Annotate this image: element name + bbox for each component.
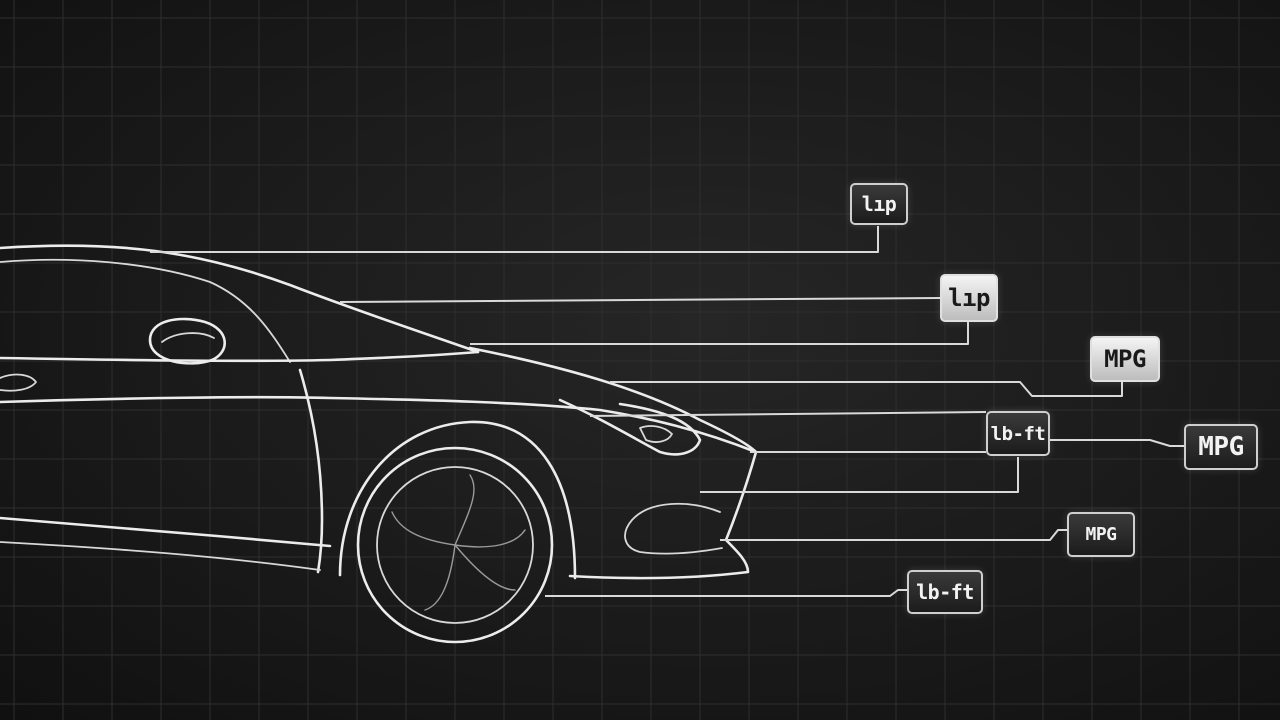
leader-mpg-upper	[610, 381, 1123, 397]
label-mpg-small: MPG	[1067, 512, 1135, 557]
car-window-line	[0, 258, 291, 363]
label-hp-top: lıp	[850, 183, 908, 225]
car-headlight	[558, 398, 702, 456]
car-mirror-detail	[161, 332, 215, 343]
car-front-bumper	[568, 450, 758, 580]
leader-mpg-small	[720, 529, 1068, 541]
label-mpg-right: MPG	[1184, 424, 1258, 470]
label-mpg-upper: MPG	[1090, 336, 1160, 382]
leader-hp-mid-upper	[339, 297, 941, 303]
wheel-rim	[376, 466, 534, 624]
leader-hp-top	[150, 226, 879, 253]
car-lower-line	[0, 541, 321, 571]
car-outline	[0, 244, 758, 580]
car-hood-crease	[468, 346, 758, 454]
leader-lbft-mid-c	[700, 457, 1019, 493]
car-hood-line	[0, 350, 480, 363]
car-rocker	[0, 516, 332, 548]
car-roof-line	[0, 244, 480, 354]
car-side-mirror	[148, 317, 227, 365]
car-air-intake	[624, 502, 723, 555]
leader-lbft-bottom	[545, 589, 908, 597]
label-hp-mid: lıp	[940, 274, 998, 322]
label-lbft-bottom: lb-ft	[907, 570, 983, 614]
leader-lines	[150, 226, 1184, 597]
leader-hp-mid-lower	[470, 322, 969, 345]
car-beltline	[0, 395, 758, 454]
leader-lbft-mid-a	[589, 411, 987, 417]
car-fender-arch	[338, 420, 577, 580]
car-headlight-inner	[639, 425, 673, 443]
car-wheel	[356, 446, 554, 644]
car-rear-detail	[0, 373, 37, 392]
wheel-spokes	[391, 474, 526, 611]
wheel-tire	[356, 446, 554, 644]
leader-mpg-right	[1050, 439, 1184, 447]
label-lbft-mid: lb-ft	[986, 411, 1050, 456]
car-door-line	[298, 368, 324, 574]
